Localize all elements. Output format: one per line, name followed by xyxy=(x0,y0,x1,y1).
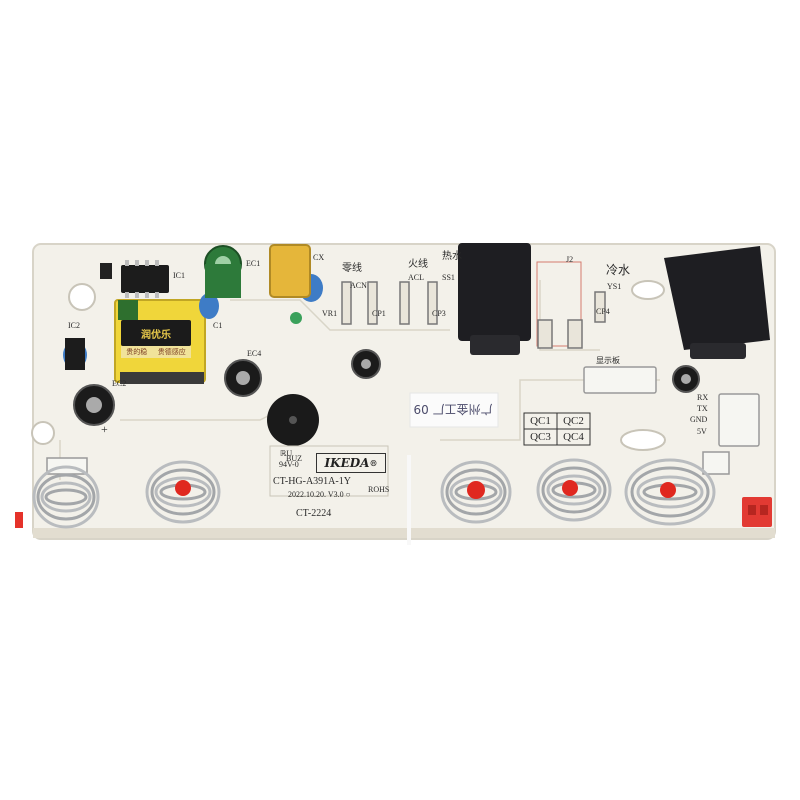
date-version: 2022.10.20. V3.0 ○ xyxy=(288,490,351,499)
rohs-label: ROHS xyxy=(368,485,390,494)
label-live-line: 火线 xyxy=(408,259,428,270)
label-vr1: VR1 xyxy=(322,309,338,318)
flammability-rating: 94V-0 xyxy=(279,460,299,469)
label-j2: J2 xyxy=(566,255,574,264)
label-plus: + xyxy=(101,422,108,436)
registered-mark: ® xyxy=(369,458,378,468)
relay-left xyxy=(458,243,531,341)
label-cp4: CP4 xyxy=(596,307,610,316)
label-ys1: YS1 xyxy=(607,282,622,291)
label-display-board: 显示板 xyxy=(596,356,620,365)
red-connector xyxy=(742,497,772,527)
brand-logo: IKEDA ® xyxy=(316,453,386,473)
uart-connector xyxy=(718,393,760,447)
label-cx: CX xyxy=(313,253,325,262)
spring-sensor xyxy=(440,460,512,524)
label-cold-water: 冷水 xyxy=(606,263,631,277)
ul-mark: ℝU xyxy=(280,449,293,458)
label-zero-line: 零线 xyxy=(342,263,362,274)
qc2-label: QC2 xyxy=(563,415,584,427)
label-ec4: EC4 xyxy=(247,349,262,358)
label-buz: BUZ xyxy=(286,454,302,463)
label-cp1: CP1 xyxy=(372,309,386,318)
board-substrate xyxy=(32,243,776,540)
cx-capacitor xyxy=(269,244,311,298)
spring-sensor xyxy=(145,460,221,524)
qc3-label: QC3 xyxy=(530,431,551,443)
label-ec2: EC2 xyxy=(112,379,127,388)
label-gnd: GND xyxy=(690,415,708,424)
transformer-sub-label: 贵的稳 贵德感应 xyxy=(121,346,191,358)
label-heat-water: 热水 xyxy=(442,251,462,262)
mount-hole xyxy=(68,283,96,311)
label-rx: RX xyxy=(697,393,709,402)
label-acn: ACN xyxy=(350,281,367,290)
handwritten-sticker: 广州金工厂 09 xyxy=(413,402,493,417)
display-connector xyxy=(583,366,657,394)
spade-terminals xyxy=(341,281,438,325)
label-acl: ACL xyxy=(408,273,424,282)
spring-sensor xyxy=(624,458,716,526)
mount-slot xyxy=(631,280,665,300)
brand-name: IKEDA xyxy=(324,456,370,470)
mount-hole xyxy=(31,421,55,445)
qc4-label: QC4 xyxy=(563,431,584,443)
part-number: CT-2224 xyxy=(296,508,332,519)
ic2-chip xyxy=(65,338,85,370)
ic1-chip xyxy=(121,265,169,293)
transformer-brand-label: 润优乐 xyxy=(121,320,191,346)
label-5v: 5V xyxy=(697,427,707,436)
spring-sensor xyxy=(32,465,100,529)
qc1-label: QC1 xyxy=(530,415,551,427)
label-ec1: EC1 xyxy=(246,259,261,268)
transformer-sub-left: 贵的稳 xyxy=(126,348,148,356)
model-code: CT-HG-A391A-1Y xyxy=(273,476,351,487)
mount-slot xyxy=(620,429,666,451)
label-ss1: SS1 xyxy=(442,273,455,282)
label-cp3: CP3 xyxy=(432,309,446,318)
label-tx: TX xyxy=(697,404,708,413)
relay-right xyxy=(664,246,770,350)
blue-capacitor xyxy=(199,293,219,319)
transformer-sub-right: 贵德感应 xyxy=(157,348,186,356)
label-ic1: IC1 xyxy=(173,271,185,280)
spring-sensor xyxy=(536,458,612,522)
label-ic2: IC2 xyxy=(68,321,80,330)
label-c1: C1 xyxy=(213,321,223,330)
